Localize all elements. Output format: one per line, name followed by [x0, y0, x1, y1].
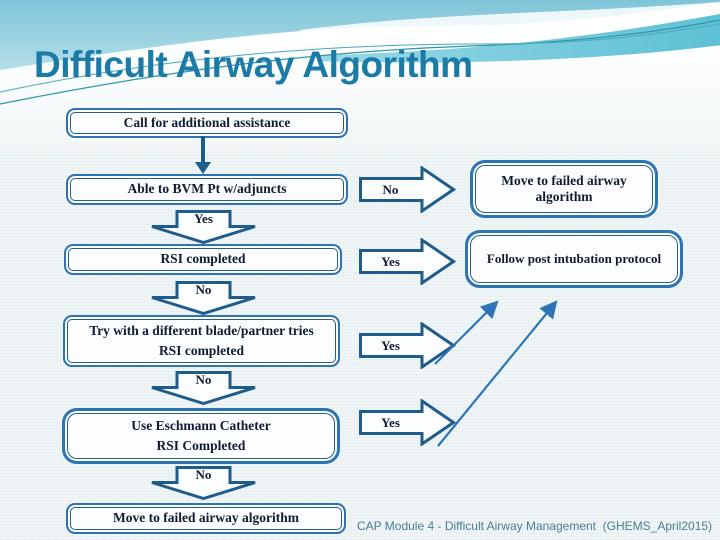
- box-label-line1: Try with a different blade/partner tries: [89, 323, 314, 339]
- box-label-line2: RSI Completed: [156, 437, 246, 453]
- down-block-arrow-icon: [151, 466, 256, 500]
- arrow-label: No: [195, 372, 212, 387]
- box-move-failed-bottom: Move to failed airway algorithm: [66, 503, 346, 534]
- arrow-no-blade: No: [150, 371, 257, 405]
- down-block-arrow-icon: [151, 371, 256, 405]
- box-eschmann-catheter: Use Eschmann Catheter RSI Completed: [62, 408, 340, 464]
- box-rsi-completed: RSI completed: [64, 244, 342, 275]
- arrow-no-bvm: No: [359, 166, 456, 213]
- arrow-yes-eschmann: Yes: [359, 399, 456, 446]
- box-move-failed-top: Move to failed airway algorithm: [470, 160, 658, 218]
- footer-credit: CAP Module 4 - Difficult Airway Manageme…: [357, 519, 713, 533]
- box-label: Follow post intubation protocol: [486, 251, 662, 267]
- down-block-arrow-icon: [151, 281, 256, 315]
- box-label: Move to failed airway algorithm: [113, 510, 299, 526]
- page-title: Difficult Airway Algorithm: [34, 44, 473, 85]
- box-label-line2: RSI completed: [158, 342, 245, 358]
- box-label: Call for additional assistance: [123, 114, 291, 130]
- arrow-no-rsi: No: [150, 281, 257, 315]
- arrow-yes-bvm: Yes: [150, 210, 257, 244]
- arrow-label: No: [382, 182, 399, 197]
- box-label: RSI completed: [160, 251, 246, 267]
- right-block-arrow-icon: [359, 166, 456, 213]
- arrow-yes-rsi: Yes: [359, 238, 456, 285]
- arrow-label: No: [195, 467, 212, 482]
- arrow-label: Yes: [194, 211, 213, 226]
- right-block-arrow-icon: [359, 238, 456, 285]
- connector-arrow-down: [191, 136, 215, 176]
- arrow-label: Yes: [381, 254, 400, 269]
- arrow-label: No: [195, 282, 212, 297]
- box-call-assistance: Call for additional assistance: [66, 108, 348, 138]
- box-label-line1: Use Eschmann Catheter: [131, 417, 271, 433]
- down-arrow-icon: [195, 136, 211, 174]
- box-able-bvm: Able to BVM Pt w/adjuncts: [66, 174, 348, 205]
- arrow-no-eschmann: No: [150, 466, 257, 500]
- arrow-label: Yes: [381, 415, 400, 430]
- box-label: Able to BVM Pt w/adjuncts: [127, 181, 287, 197]
- box-label: Move to failed airway algorithm: [501, 172, 627, 204]
- arrow-label: Yes: [381, 338, 400, 353]
- box-try-different-blade: Try with a different blade/partner tries…: [63, 315, 340, 367]
- arrow-yes-blade: Yes: [359, 322, 456, 369]
- down-block-arrow-icon: [151, 210, 256, 244]
- box-follow-post-intubation: Follow post intubation protocol: [465, 230, 683, 288]
